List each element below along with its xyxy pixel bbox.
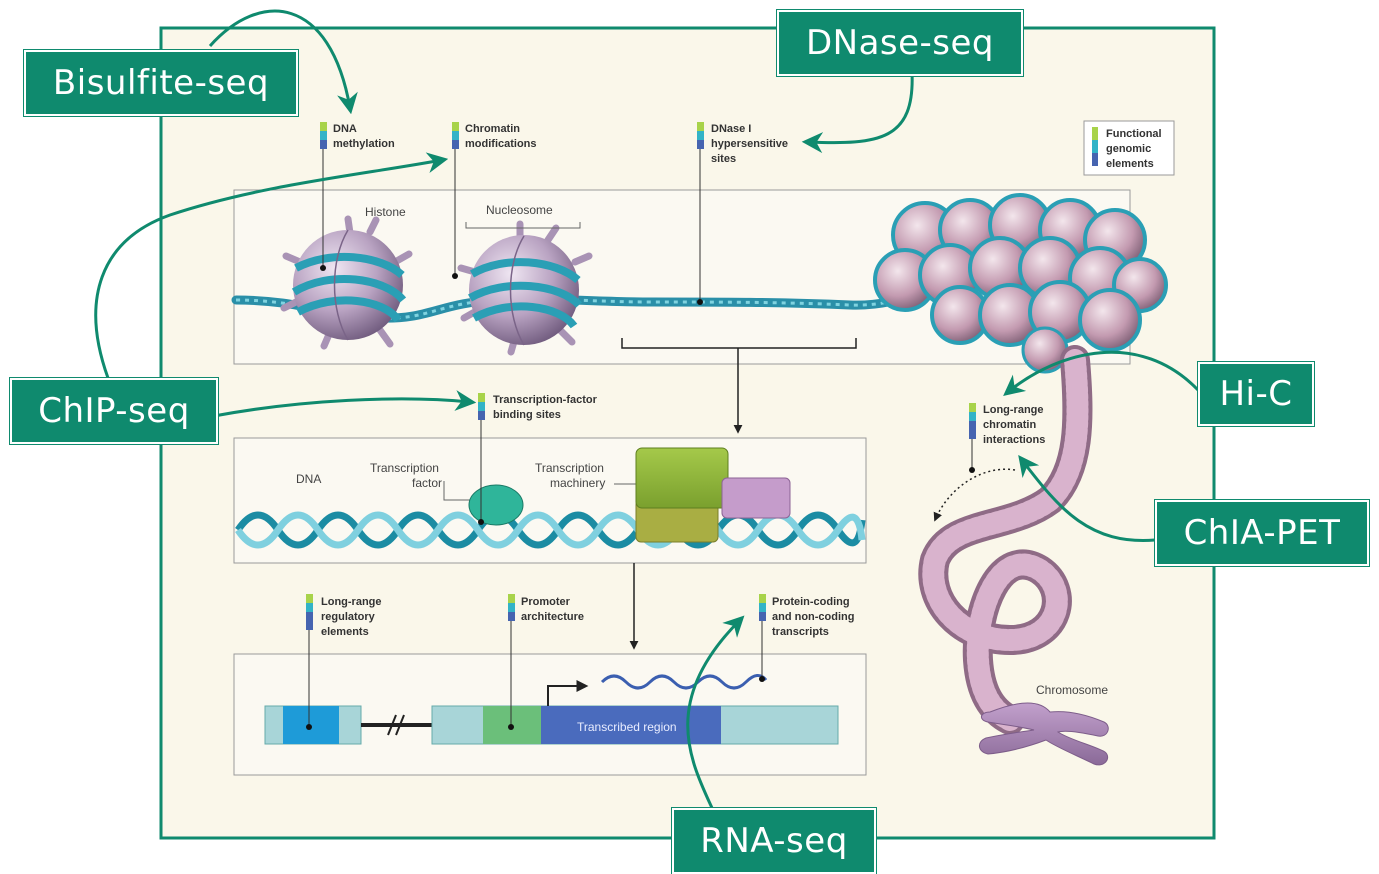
- marker-promoter: Promoter architecture: [508, 594, 584, 730]
- marker-transcripts: Protein-coding and non-coding transcript…: [759, 594, 854, 682]
- label-dnase-2: hypersensitive: [711, 138, 788, 150]
- marker-dna-methylation: DNA methylation: [320, 122, 395, 271]
- label-dna-methylation-2: methylation: [333, 138, 395, 150]
- tag-chip-seq: ChIP-seq: [10, 378, 218, 444]
- tag-bisulfite-seq: Bisulfite-seq: [24, 50, 298, 116]
- tag-chia-pet: ChIA-PET: [1155, 500, 1369, 566]
- transcription-factor-blob: [468, 484, 524, 526]
- label-lr-chromatin-2: chromatin: [983, 419, 1036, 431]
- tf-leader-line: [443, 481, 470, 501]
- tss-arrow: [547, 680, 589, 706]
- label-nucleosome: Nucleosome: [486, 203, 553, 217]
- label-transcripts-3: transcripts: [772, 626, 829, 638]
- label-tf-binding-2: binding sites: [493, 409, 561, 421]
- label-chromatin-mod-1: Chromatin: [465, 123, 520, 135]
- label-transcripts-1: Protein-coding: [772, 596, 850, 608]
- marker-tf-binding: Transcription-factor binding sites: [478, 393, 598, 525]
- arrow-dnase: [801, 71, 914, 154]
- callout-arrows: [94, 9, 1200, 809]
- arrow-chiapet: [1018, 454, 1156, 542]
- label-lr-regulatory-3: elements: [321, 626, 369, 638]
- marker-long-range-chromatin: Long-range chromatin interactions: [969, 403, 1045, 473]
- legend-box: Functional genomic elements: [1083, 120, 1175, 176]
- label-lr-chromatin-3: interactions: [983, 434, 1045, 446]
- chromosome-x: [979, 702, 1109, 766]
- marker-dnase-sites: DNase I hypersensitive sites: [697, 122, 788, 305]
- tag-hi-c: Hi-C: [1198, 362, 1314, 426]
- label-transcripts-2: and non-coding: [772, 611, 854, 623]
- chromatin-fiber-loop: [918, 345, 1093, 735]
- label-tm-2: machinery: [550, 476, 605, 490]
- tag-dnase-seq: DNase-seq: [777, 10, 1023, 76]
- histone-nucleosome-1: [280, 215, 413, 350]
- label-dna-methylation-1: DNA: [333, 123, 357, 135]
- label-promoter-1: Promoter: [521, 596, 571, 608]
- label-promoter-2: architecture: [521, 611, 584, 623]
- label-lr-chromatin-1: Long-range: [983, 404, 1044, 416]
- label-chromatin-mod-2: modifications: [465, 138, 537, 150]
- histone-nucleosome-2: [457, 220, 593, 356]
- label-chromosome: Chromosome: [1036, 683, 1108, 697]
- gene-body: [431, 705, 839, 745]
- legend-line-2: genomic: [1106, 143, 1151, 155]
- arrow-bisulfite: [208, 9, 358, 115]
- label-dnase-1: DNase I: [711, 123, 751, 135]
- tag-rna-seq: RNA-seq: [672, 808, 876, 874]
- label-transcribed-region: Transcribed region: [577, 720, 677, 734]
- label-tf-1: Transcription: [370, 461, 439, 475]
- label-tm-1: Transcription: [535, 461, 604, 475]
- marker-long-range-regulatory: Long-range regulatory elements: [306, 594, 382, 730]
- label-dnase-3: sites: [711, 153, 736, 165]
- label-dna: DNA: [296, 472, 321, 486]
- legend-line-1: Functional: [1106, 128, 1162, 140]
- arrow-chip-chromatin: [94, 152, 449, 379]
- label-lr-regulatory-2: regulatory: [321, 611, 376, 623]
- arrow-chip-tf: [213, 390, 477, 418]
- arrow-rna: [686, 615, 745, 809]
- transcription-machinery: [635, 447, 791, 543]
- region-bracket: [621, 338, 857, 349]
- label-tf-2: factor: [412, 476, 442, 490]
- nucleosome-bracket: [465, 222, 581, 229]
- condensed-chromatin-cluster: [873, 193, 1168, 374]
- gene-break-link: [361, 714, 432, 736]
- marker-chromatin-modifications: Chromatin modifications: [452, 122, 537, 279]
- label-tf-binding-1: Transcription-factor: [493, 394, 598, 406]
- legend-line-3: elements: [1106, 158, 1154, 170]
- rna-transcript: [600, 674, 768, 690]
- regulatory-element-block: [264, 705, 362, 745]
- arrow-hic: [1003, 350, 1200, 396]
- label-histone: Histone: [365, 205, 406, 219]
- label-lr-regulatory-1: Long-range: [321, 596, 382, 608]
